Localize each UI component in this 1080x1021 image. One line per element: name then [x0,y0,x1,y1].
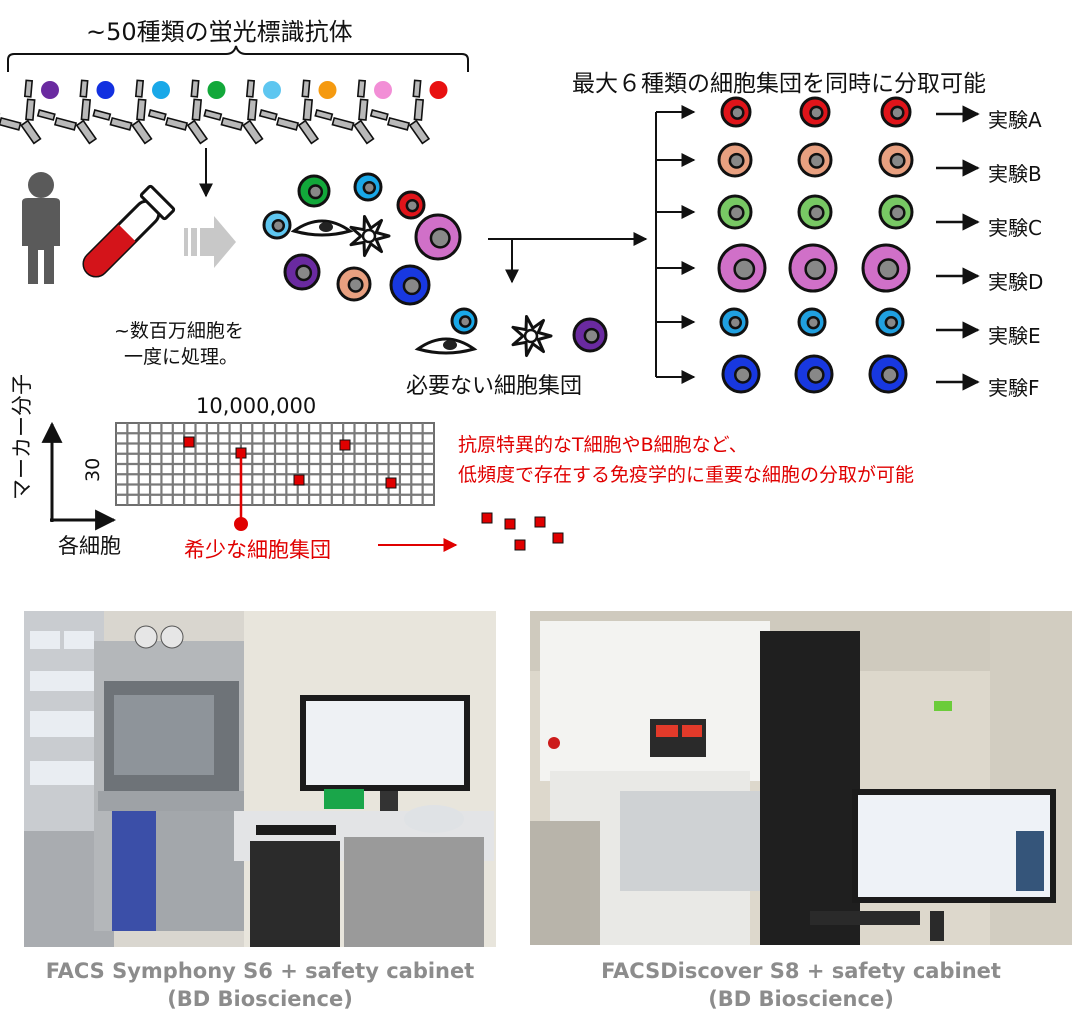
caption-discover-line1: FACSDiscover S8 + safety cabinet [601,959,1001,983]
fluorophore-dot [374,81,392,99]
experiment-f: 実験F [988,376,1040,400]
rare-cell-marker [339,439,351,451]
cell-blue-small [353,172,383,202]
sorted-cell-row6 [794,354,834,394]
antibody-row [0,76,452,160]
sorted-cell-row5 [875,307,905,337]
cell-unneeded-purple [572,317,608,353]
rare-cell-marker [385,477,397,489]
y-axis-label: マーカー分子 [10,374,34,500]
sorted-cell-row1 [880,96,912,128]
unneeded-label: 必要ない細胞集団 [406,374,583,399]
mixed-cell-population [262,172,462,306]
title-brace [7,45,469,72]
cell-salmon [336,266,372,302]
cell-purple [283,253,321,291]
caption-discover-line2: (BD Bioscience) [708,987,894,1011]
fluorophore-dot [152,81,170,99]
rare-cell-marker [183,436,195,448]
fluorophore-dot [41,81,59,99]
sorted-cell-row3 [717,194,753,230]
fluorophore-dot [318,81,337,99]
fluorophore-dot [263,81,281,99]
sorted-cell-row4 [717,243,767,293]
person-icon [22,172,60,284]
sort-title: 最大６種類の細胞集団を同時に分取可能 [572,71,986,97]
sorted-cell-row2 [797,142,833,178]
caption-symphony-line1: FACS Symphony S6 + safety cabinet [45,959,475,983]
rare-marker [234,517,248,531]
sorted-cell-row3 [797,194,833,230]
unneeded-cells [414,307,608,357]
cell-unneeded-blue [450,307,478,335]
cell-green [297,174,331,208]
fluorophore-dot [429,81,448,99]
antibody-title: ~50種類の蛍光標識抗体 [86,18,353,46]
sorted-cell-row6 [868,354,908,394]
cell-pink-large [414,213,462,261]
cell-eye-shaped [290,219,354,237]
sorted-cell-row5 [719,307,749,337]
cell-unneeded-eye [414,337,478,355]
rare-sorted-cells [481,512,564,551]
sorting-diagram [0,45,980,552]
cell-light-blue [262,210,292,240]
rare-cell-marker [293,474,305,486]
blood-tube-icon [82,184,176,278]
cell-dendritic [349,215,391,257]
rare-label: 希少な細胞集団 [184,538,331,562]
process-arrow-icon [184,216,236,268]
cell-blue-large [389,264,431,306]
experiment-a: 実験A [988,108,1042,132]
sorted-cell-row5 [797,307,827,337]
experiment-c: 実験C [988,216,1042,240]
rare-note-line1: 抗原特異的なT細胞やB細胞など、 [458,434,748,456]
y-tick-label: 30 [82,457,104,482]
caption-symphony: FACS Symphony S6 + safety cabinet (BD Bi… [16,957,504,1013]
processing-note-line1: ~数百万細胞を [114,320,244,342]
fluorophore-dot [207,81,226,99]
experiment-b: 実験B [988,162,1042,186]
sorted-cell-row6 [721,354,761,394]
sorted-cell-row1 [799,96,831,128]
facs-symphony-photo [24,611,496,947]
cell-unneeded-dendritic [511,315,553,357]
caption-discover: FACSDiscover S8 + safety cabinet (BD Bio… [534,957,1068,1013]
sorted-cell-rows [717,96,914,394]
rare-note-line2: 低頻度で存在する免疫学的に重要な細胞の分取が可能 [458,464,915,486]
experiment-d: 実験D [988,270,1044,294]
sorted-cell-row2 [878,142,914,178]
processing-note-line2: 一度に処理。 [124,346,239,368]
facs-discover-photo [530,611,1072,945]
caption-symphony-line2: (BD Bioscience) [167,987,353,1011]
sorted-cell-row1 [720,96,752,128]
cell-count: 10,000,000 [196,394,317,418]
cell-grid [115,422,435,506]
experiment-e: 実験E [988,324,1041,348]
sorted-cell-row2 [717,142,753,178]
sorted-cell-row3 [878,194,914,230]
fluorophore-dot [96,81,115,99]
x-axis-label: 各細胞 [58,534,121,558]
cell-red [396,190,426,220]
sorted-cell-row4 [788,243,838,293]
sorted-cell-row4 [861,243,911,293]
